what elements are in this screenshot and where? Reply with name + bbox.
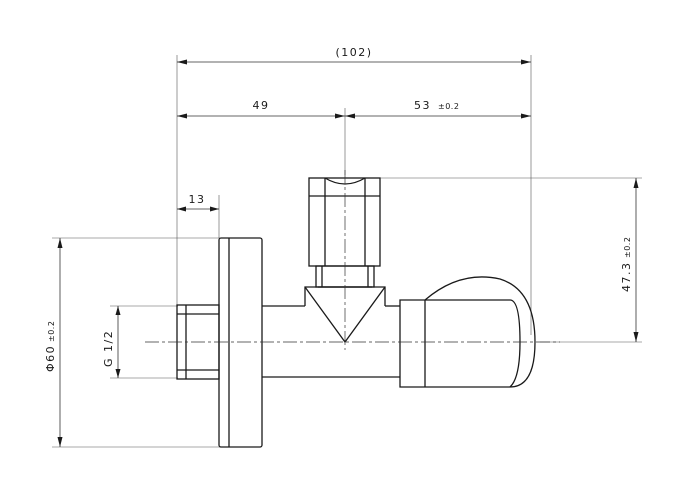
- dimension-tolerance-diameter: ±0.2: [47, 321, 56, 342]
- dimension-label-47-3: 47.3: [620, 262, 633, 293]
- dimension-label-13: 13: [189, 193, 206, 206]
- dimension-label-diameter: Φ60: [44, 345, 57, 372]
- dimension-overall-length: (102): [177, 46, 531, 65]
- dimension-inlet-to-axis: 49: [177, 99, 345, 119]
- flange: [218, 237, 263, 448]
- dimension-flange-diameter: Φ60 ±0.2: [44, 238, 63, 447]
- dimension-thread: G 1/2: [102, 306, 121, 378]
- dimension-label-thread: G 1/2: [102, 330, 115, 367]
- dimension-flange-offset: 13: [177, 193, 219, 212]
- center-lines: [145, 170, 560, 350]
- dimension-label-overall: (102): [335, 46, 372, 59]
- extension-lines: [52, 55, 642, 448]
- dimension-tolerance-53: ±0.2: [438, 102, 459, 111]
- dimension-label-49: 49: [253, 99, 270, 112]
- outlet-cap: [399, 276, 536, 388]
- dimension-label-53: 53: [414, 99, 431, 112]
- valve-body: [176, 177, 536, 448]
- dimension-height: 47.3 ±0.2: [620, 178, 639, 342]
- dimension-axis-to-outlet: 53 ±0.2: [345, 99, 531, 119]
- top-nut: [308, 177, 381, 267]
- dimension-tolerance-47-3: ±0.2: [623, 237, 632, 258]
